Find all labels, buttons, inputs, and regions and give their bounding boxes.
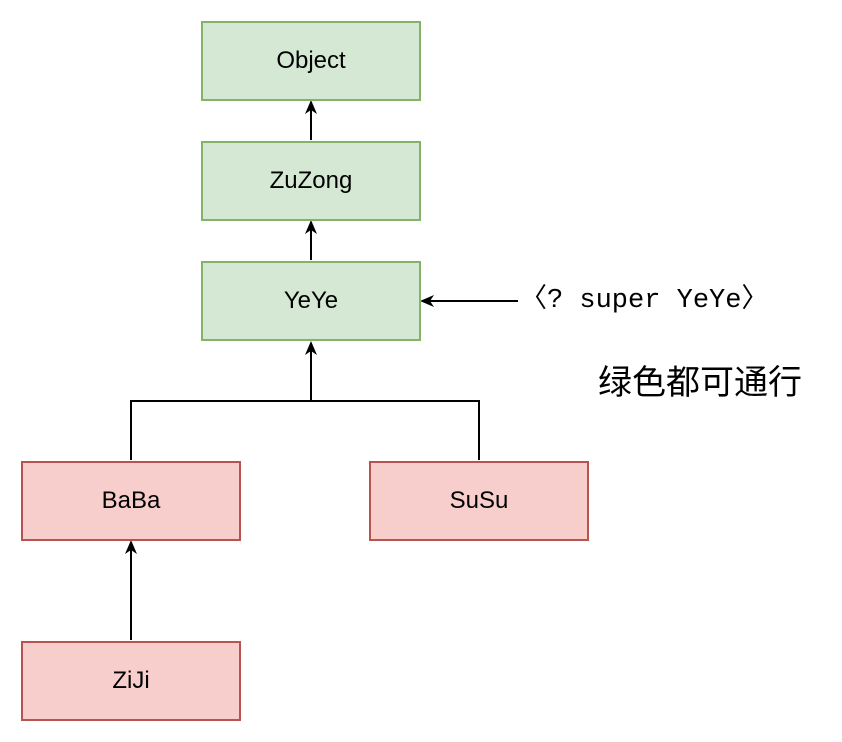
edge-susu-branch xyxy=(311,400,480,460)
edge-baba-branch xyxy=(130,400,311,460)
node-object: Object xyxy=(201,21,421,101)
node-zuzong: ZuZong xyxy=(201,141,421,221)
super-bound-label: 〈? super YeYe〉 xyxy=(520,286,769,316)
green-note-label: 绿色都可通行 xyxy=(598,363,802,403)
node-yeye: YeYe xyxy=(201,261,421,341)
node-baba: BaBa xyxy=(21,461,241,541)
node-susu: SuSu xyxy=(369,461,589,541)
node-ziji: ZiJi xyxy=(21,641,241,721)
